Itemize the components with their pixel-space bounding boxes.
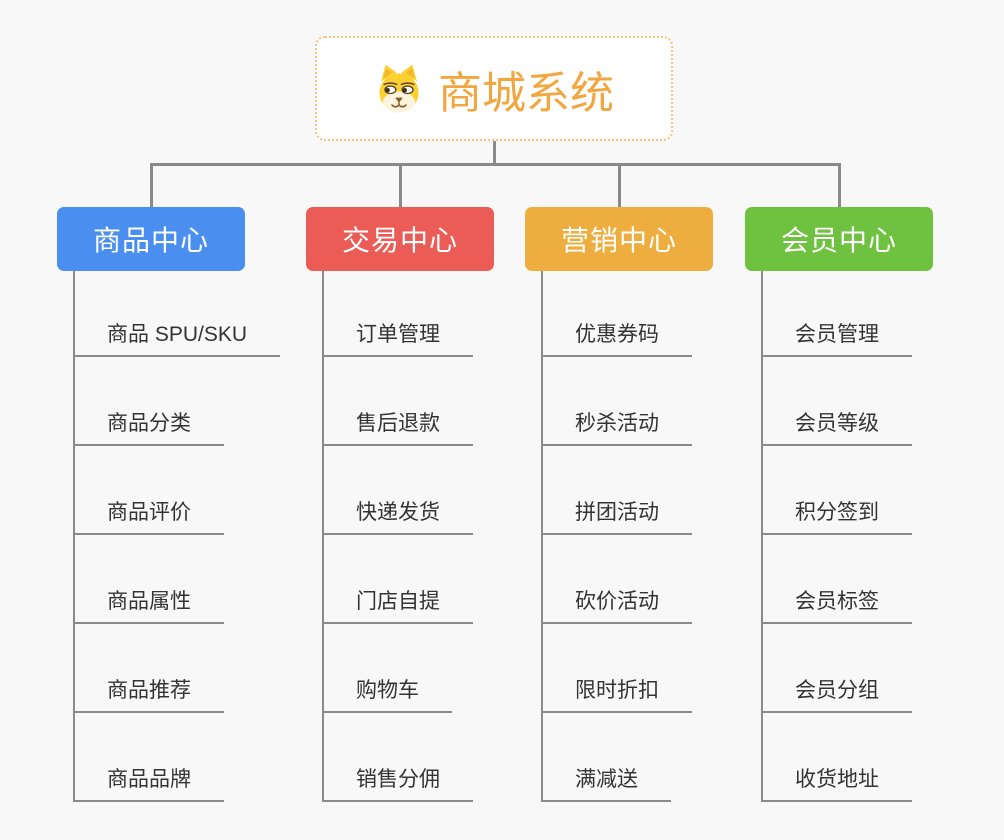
- child-topic-member-center-3[interactable]: 会员标签: [761, 589, 912, 624]
- child-topic-trade-center-4[interactable]: 购物车: [322, 678, 452, 713]
- child-topic-trade-center-0[interactable]: 订单管理: [322, 322, 473, 357]
- branch-vline: [73, 271, 75, 802]
- branch-vline: [541, 271, 543, 802]
- child-topic-product-center-2[interactable]: 商品评价: [73, 500, 224, 535]
- branch-node-trade-center[interactable]: 交易中心: [306, 207, 494, 271]
- child-topic-marketing-center-0[interactable]: 优惠券码: [541, 322, 692, 357]
- child-topic-marketing-center-4[interactable]: 限时折扣: [541, 678, 692, 713]
- branch-label: 交易中心: [341, 225, 458, 256]
- child-topic-trade-center-1[interactable]: 售后退款: [322, 411, 473, 446]
- branch-vline: [322, 271, 324, 802]
- child-topic-member-center-5[interactable]: 收货地址: [761, 767, 912, 802]
- child-topic-marketing-center-5[interactable]: 满减送: [541, 767, 671, 802]
- branch-label: 商品中心: [92, 225, 209, 256]
- branch-label: 会员中心: [780, 225, 897, 256]
- child-topic-product-center-3[interactable]: 商品属性: [73, 589, 224, 624]
- branch-vline: [761, 271, 763, 802]
- connector-trunk: [493, 141, 496, 166]
- branch-node-member-center[interactable]: 会员中心: [745, 207, 933, 271]
- child-topic-product-center-1[interactable]: 商品分类: [73, 411, 224, 446]
- child-topic-marketing-center-1[interactable]: 秒杀活动: [541, 411, 692, 446]
- child-topic-trade-center-3[interactable]: 门店自提: [322, 589, 473, 624]
- child-topic-member-center-0[interactable]: 会员管理: [761, 322, 912, 357]
- child-topic-trade-center-2[interactable]: 快递发货: [322, 500, 473, 535]
- child-topic-product-center-0[interactable]: 商品 SPU/SKU: [73, 322, 281, 357]
- connector-drop: [150, 163, 153, 207]
- child-topic-trade-center-5[interactable]: 销售分佣: [322, 767, 473, 802]
- branch-node-marketing-center[interactable]: 营销中心: [525, 207, 713, 271]
- root-node[interactable]: 商城系统: [315, 36, 673, 141]
- child-topic-product-center-5[interactable]: 商品品牌: [73, 767, 224, 802]
- connector-hline: [150, 163, 841, 166]
- child-topic-member-center-4[interactable]: 会员分组: [761, 678, 912, 713]
- root-label: 商城系统: [438, 68, 614, 118]
- branch-node-product-center[interactable]: 商品中心: [57, 207, 245, 271]
- child-topic-marketing-center-3[interactable]: 砍价活动: [541, 589, 692, 624]
- connector-drop: [618, 163, 621, 207]
- child-topic-member-center-1[interactable]: 会员等级: [761, 411, 912, 446]
- connector-drop: [399, 163, 402, 207]
- branch-label: 营销中心: [560, 225, 677, 256]
- child-topic-product-center-4[interactable]: 商品推荐: [73, 678, 224, 713]
- child-topic-marketing-center-2[interactable]: 拼团活动: [541, 500, 692, 535]
- dog-face-icon: [379, 64, 419, 112]
- connector-drop: [838, 163, 841, 207]
- child-topic-member-center-2[interactable]: 积分签到: [761, 500, 912, 535]
